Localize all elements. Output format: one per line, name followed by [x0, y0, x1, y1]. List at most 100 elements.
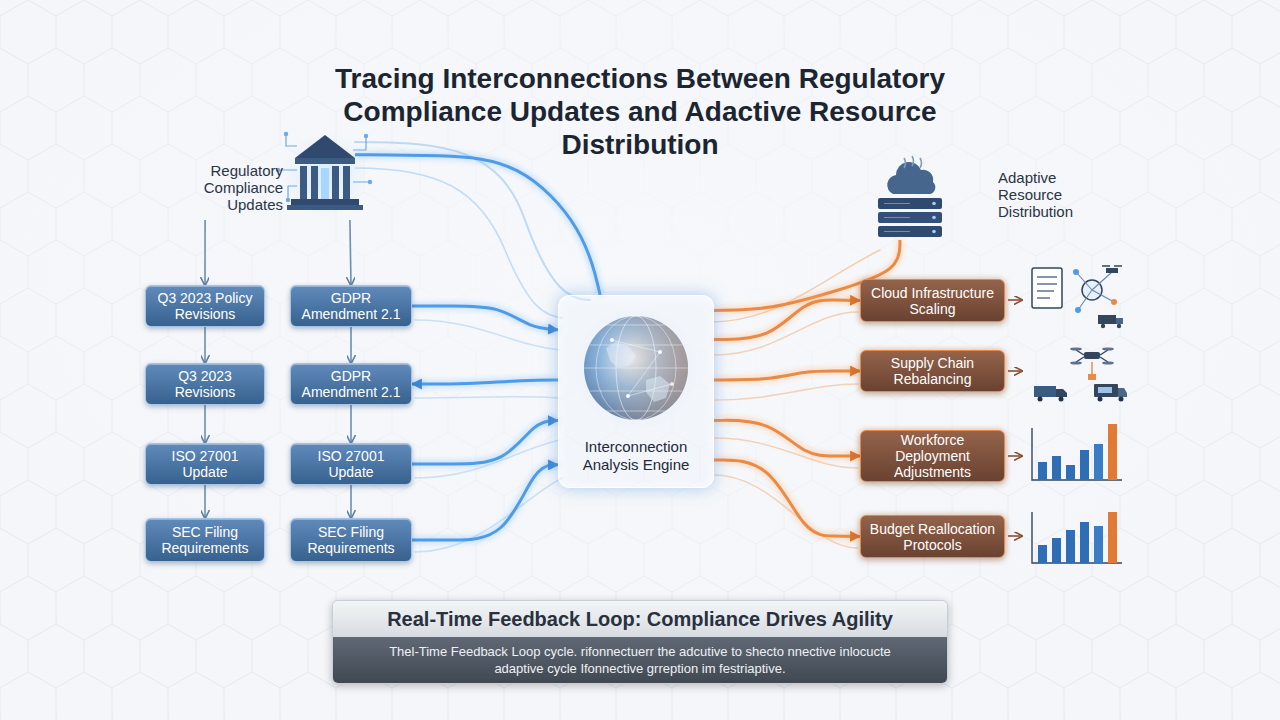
flow-stream — [412, 306, 558, 330]
decorative-flows-part — [415, 440, 560, 478]
bank-icon-part — [343, 166, 350, 199]
regulation-box: GDPR Amendment 2.1 — [290, 285, 412, 327]
box-label: Cloud Infrastructure Scaling — [867, 285, 998, 317]
drone-truck-icon-part — [1070, 347, 1082, 350]
cloud-server-icon — [878, 156, 942, 237]
bank-icon-part — [280, 136, 368, 198]
flow-stream — [714, 420, 860, 456]
decorative-flows-part — [355, 142, 590, 300]
document-network-icon-part — [1098, 315, 1116, 324]
box-label: Workforce Deployment Adjustments — [867, 432, 998, 480]
source-label: Regulatory Compliance Updates — [185, 162, 283, 213]
box-label: SEC Filing Requirements — [299, 524, 403, 556]
flow-stream — [355, 155, 600, 295]
box-label: Supply Chain Rebalancing — [867, 355, 998, 387]
bar-chart-icon-part — [1094, 526, 1103, 563]
panel-body: Thel-Time Feedback Loop cycle. rifonnect… — [333, 637, 947, 683]
box-label: Q3 2023 Revisions — [154, 368, 256, 400]
resource-box: Supply Chain Rebalancing — [860, 350, 1005, 392]
drone-truck-icon-part — [1034, 386, 1056, 397]
cloud-server-icon-part — [887, 162, 935, 194]
drone-truck-icon-part — [1098, 397, 1103, 402]
bar-chart-icon-part — [1066, 530, 1075, 563]
document-network-icon-part — [1117, 324, 1121, 328]
resource-box: Budget Reallocation Protocols — [860, 515, 1005, 558]
document-network-icon-part — [1111, 299, 1117, 305]
decorative-flows-part — [714, 438, 858, 468]
resource-box: Workforce Deployment Adjustments — [860, 430, 1005, 482]
drone-truck-icon-part — [1094, 384, 1118, 397]
drone-truck-icon-part — [1118, 388, 1127, 397]
decorative-flows-part — [714, 475, 858, 548]
decorative-flows-part — [714, 312, 858, 355]
document-network-icon — [1032, 266, 1123, 328]
decorative-flows-part — [415, 397, 560, 398]
target-node: Adaptive Resource Distribution — [870, 165, 1100, 240]
bank-icon-part — [321, 168, 329, 199]
drone-truck-icon-part — [1038, 397, 1043, 402]
target-label: Adaptive Resource Distribution — [998, 169, 1102, 220]
drone-truck-icon-part — [1119, 397, 1124, 402]
feedback-panel: Real-Time Feedback Loop: Compliance Driv… — [332, 600, 948, 684]
flow-stream — [714, 300, 860, 339]
drone-truck-icon-part — [1070, 361, 1082, 364]
bank-icon — [276, 132, 372, 217]
cloud-server-icon-part — [932, 216, 936, 220]
document-network-icon-part — [1106, 268, 1118, 273]
bar-chart-icon-part — [1094, 444, 1103, 480]
drone-truck-icon-part — [1098, 387, 1112, 393]
bar-chart-icon-part — [1052, 456, 1061, 480]
box-label: Budget Reallocation Protocols — [867, 521, 998, 553]
engine-label: Interconnection Analysis Engine — [567, 438, 705, 474]
bank-icon-part — [364, 134, 368, 138]
drone-truck-icon-part — [1088, 374, 1096, 380]
document-network-icon-part — [1076, 272, 1114, 310]
regulation-box: SEC Filing Requirements — [290, 518, 412, 562]
flow-arrow — [204, 405, 206, 443]
regulation-box: SEC Filing Requirements — [145, 518, 265, 562]
flow-arrow — [350, 405, 352, 443]
flow-stream — [412, 465, 558, 540]
flow-stream — [412, 420, 558, 464]
engine-box: Interconnection Analysis Engine — [558, 295, 714, 488]
decorative-flows-part — [714, 250, 880, 322]
document-network-icon-part — [1102, 265, 1122, 267]
drone-truck-icon-part — [1076, 350, 1108, 362]
drone-truck-icon-part — [1084, 352, 1100, 359]
bar-chart-icon-part — [1066, 465, 1075, 480]
leader-arrows-part — [1008, 455, 1022, 457]
flow-arrow — [204, 327, 206, 363]
cloud-server-icon-part — [904, 156, 922, 168]
source-node: Regulatory Compliance Updates — [185, 128, 355, 220]
bar-chart-icon-part — [1080, 522, 1089, 563]
panel-heading: Real-Time Feedback Loop: Compliance Driv… — [333, 601, 947, 637]
bank-icon-part — [311, 166, 318, 199]
bar-chart-icon — [1032, 424, 1122, 480]
document-network-icon-part — [1116, 318, 1123, 324]
decorative-flows-part — [415, 478, 562, 552]
bar-chart-icon-part — [1038, 462, 1047, 480]
leader-arrows-part — [1008, 299, 1022, 301]
box-label: GDPR Amendment 2.1 — [299, 290, 403, 322]
bar-chart-icon — [1032, 512, 1122, 563]
flow-stream — [714, 371, 860, 380]
leader-arrows-part — [1008, 370, 1022, 372]
document-network-icon-part — [1073, 269, 1079, 275]
bank-icon-part — [286, 198, 290, 202]
bar-chart-icon-part — [1108, 424, 1117, 480]
drone-truck-icon-part — [1091, 362, 1092, 374]
box-label: ISO 27001 Update — [154, 448, 256, 480]
cloud-server-icon-part — [932, 202, 936, 206]
cloud-server-icon-part — [884, 204, 910, 232]
leader-arrows-part — [1008, 535, 1022, 537]
resource-box: Cloud Infrastructure Scaling — [860, 279, 1005, 322]
decorative-flows-part — [714, 384, 858, 400]
box-label: Q3 2023 Policy Revisions — [154, 290, 256, 322]
regulation-box: ISO 27001 Update — [145, 443, 265, 485]
flow-arrow — [204, 220, 206, 285]
cloud-server-icon-part — [932, 230, 936, 234]
